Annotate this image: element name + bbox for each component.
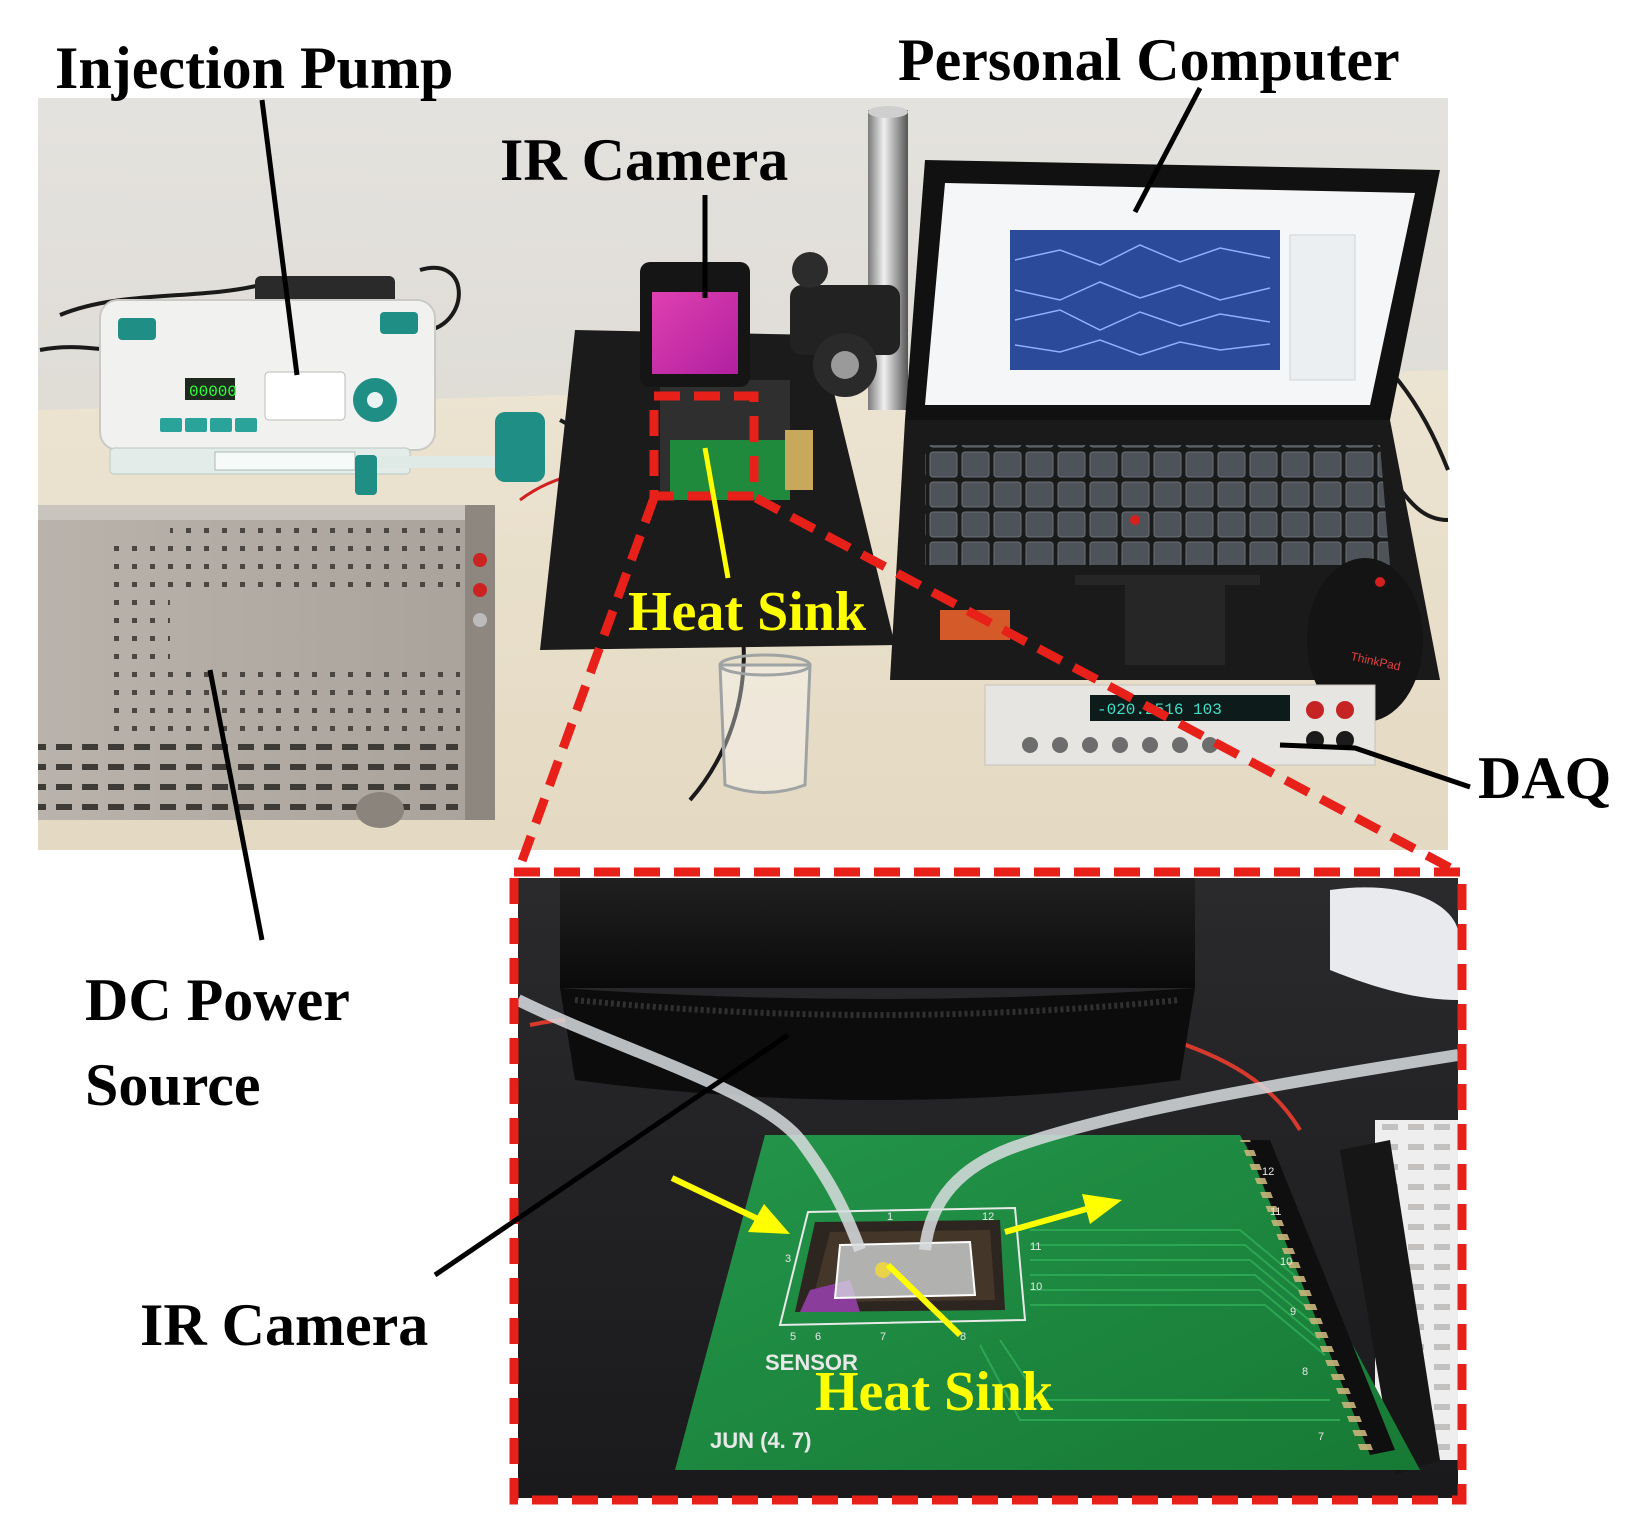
pcb-pin-label: 12: [1262, 1166, 1274, 1178]
main-photo: 00000: [38, 98, 1450, 850]
pcb-pin-label: 10: [1280, 1256, 1292, 1268]
label-dc-power-line1: DC Power: [85, 967, 350, 1033]
pcb-pin-label: 11: [1030, 1241, 1041, 1253]
pointer-heat-sink-top: [702, 447, 731, 579]
label-ir-camera-bottom: IR Camera: [140, 1292, 428, 1358]
zoom-leader-right: [753, 494, 1461, 876]
zoom-source-box: [649, 391, 759, 501]
fluid-tubes: [515, 994, 1459, 1253]
pcb-pin-label: 8: [1302, 1366, 1308, 1378]
inlet-arrowhead-icon: [748, 1204, 790, 1234]
injection-pump: 00000: [99, 276, 545, 495]
label-personal-computer: Personal Computer: [898, 27, 1400, 93]
pointer-injection-pump: [259, 99, 300, 376]
dc-power-source: [38, 505, 495, 828]
pcb-pin-label: 7: [1318, 1431, 1324, 1443]
outlet-arrow-shaft: [1004, 1205, 1091, 1235]
pointer-daq: [1279, 742, 1471, 790]
pcb-pin-label: 3: [785, 1253, 791, 1265]
laptop: ThinkPad: [890, 160, 1440, 722]
pcb-pin-label: 10: [1030, 1281, 1042, 1293]
pointer-lines: [207, 86, 1471, 1278]
pcb-pin-label: 6: [815, 1331, 821, 1343]
label-daq: DAQ: [1478, 745, 1611, 811]
pcb-sensor-text: SENSOR: [765, 1350, 858, 1375]
label-heat-sink-top: Heat Sink: [628, 581, 867, 643]
zoom-leader-left: [513, 496, 659, 874]
pcb-date-text: JUN (4. 7): [710, 1428, 811, 1453]
pcb-pin-label: 1: [887, 1211, 893, 1223]
pcb-board: 1 12 3 11 10 5 6 7 8 12 11 10 9 8 7 SENS…: [675, 1135, 1420, 1470]
label-injection-pump: Injection Pump: [55, 35, 453, 101]
pump-display-text: 00000: [189, 383, 237, 401]
pcb-pin-label: 8: [960, 1331, 966, 1343]
pointer-dc-power-source: [207, 669, 265, 941]
heat-sink-pointer-inset: [885, 1262, 963, 1338]
camera-lens: [560, 878, 1195, 1100]
pointer-personal-computer: [1132, 86, 1203, 214]
pcb-pin-label: 12: [982, 1211, 994, 1223]
label-heat-sink-bottom: Heat Sink: [815, 1361, 1054, 1423]
flat-cable: [1340, 1120, 1458, 1475]
flow-arrows: [670, 1175, 1122, 1235]
zoom-target-box: [509, 867, 1467, 1505]
pointer-ir-camera-bottom: [433, 1032, 790, 1278]
inset-photo: 1 12 3 11 10 5 6 7 8 12 11 10 9 8 7 SENS…: [515, 878, 1459, 1498]
beaker: [718, 653, 812, 794]
pcb-pin-label: 9: [1290, 1306, 1296, 1318]
outlet-arrowhead-icon: [1082, 1194, 1122, 1224]
label-dc-power-line2: Source: [85, 1052, 261, 1118]
pcb-pin-label: 5: [790, 1331, 796, 1343]
label-ir-camera-top: IR Camera: [500, 127, 788, 193]
ir-camera-stand: [540, 106, 908, 650]
pcb-pin-label: 7: [880, 1331, 886, 1343]
zoom-indicator: [509, 391, 1467, 1505]
pcb-pin-label: 11: [1270, 1206, 1281, 1218]
inlet-arrow-shaft: [670, 1175, 762, 1223]
